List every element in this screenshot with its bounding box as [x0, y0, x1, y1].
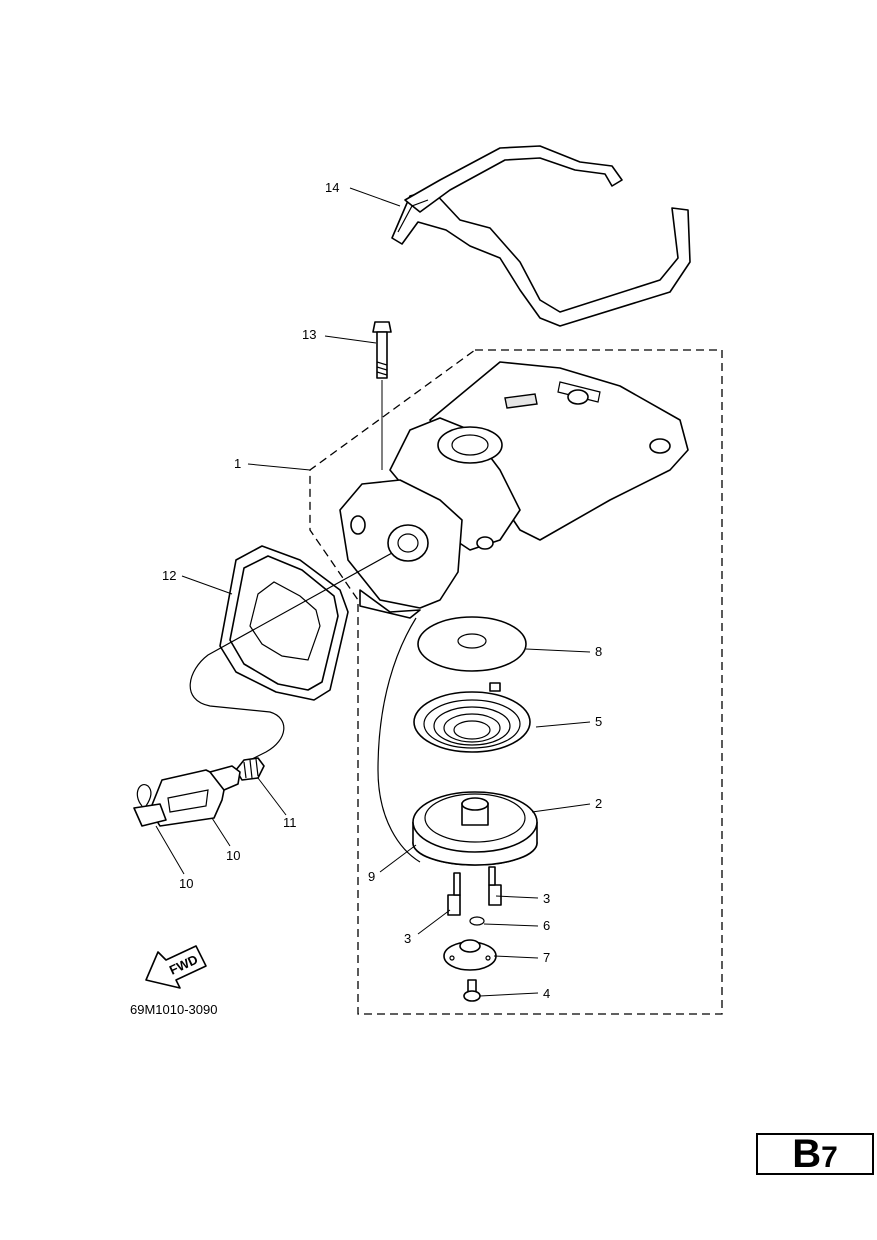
assembly-boundary: [309, 349, 723, 1015]
callout-2: 2: [595, 796, 602, 811]
page-badge: B 7: [756, 1133, 874, 1175]
callout-3-left: 3: [404, 931, 411, 946]
fwd-arrow-icon: [145, 945, 207, 989]
page-badge-number: 7: [821, 1141, 838, 1174]
part-9-rope: [377, 617, 421, 863]
part-15-bracket: [391, 145, 691, 327]
callout-8: 8: [595, 644, 602, 659]
part-14-grommet: [219, 545, 349, 701]
callout-10: 10: [226, 848, 240, 863]
callout-6: 7: [543, 950, 550, 965]
callout-3-right: 3: [543, 891, 550, 906]
page-badge-letter: B: [792, 1132, 822, 1176]
part-3-pawl-right: [488, 866, 502, 906]
callout-5: 6: [543, 918, 550, 933]
callout-11: 10: [179, 876, 193, 891]
callout-13: 13: [302, 327, 316, 342]
part-7-screw: [463, 979, 481, 1002]
callout-12: 11: [283, 815, 297, 830]
callout-9: 9: [368, 869, 375, 884]
callout-15: 14: [325, 180, 339, 195]
drawing-code: 69M1010-3090: [130, 1002, 217, 1017]
part-13-bolt: [372, 321, 392, 379]
part-6-plate: [443, 939, 497, 971]
callout-7: 4: [543, 986, 550, 1001]
callout-4: 5: [595, 714, 602, 729]
part-11-clip: [133, 784, 167, 827]
part-8-washer: [417, 616, 527, 672]
callout-14: 12: [162, 568, 176, 583]
part-12-guide: [235, 757, 265, 781]
rope-to-handle: [189, 552, 393, 761]
part-5-clip: [469, 916, 485, 926]
part-3-pawl-left: [447, 872, 461, 916]
part-4-spring: [413, 682, 531, 753]
part-1-starter-housing: [339, 361, 689, 619]
part-2-reel: [412, 791, 538, 866]
callout-1: 1: [234, 456, 241, 471]
leader-lines: [155, 187, 591, 997]
